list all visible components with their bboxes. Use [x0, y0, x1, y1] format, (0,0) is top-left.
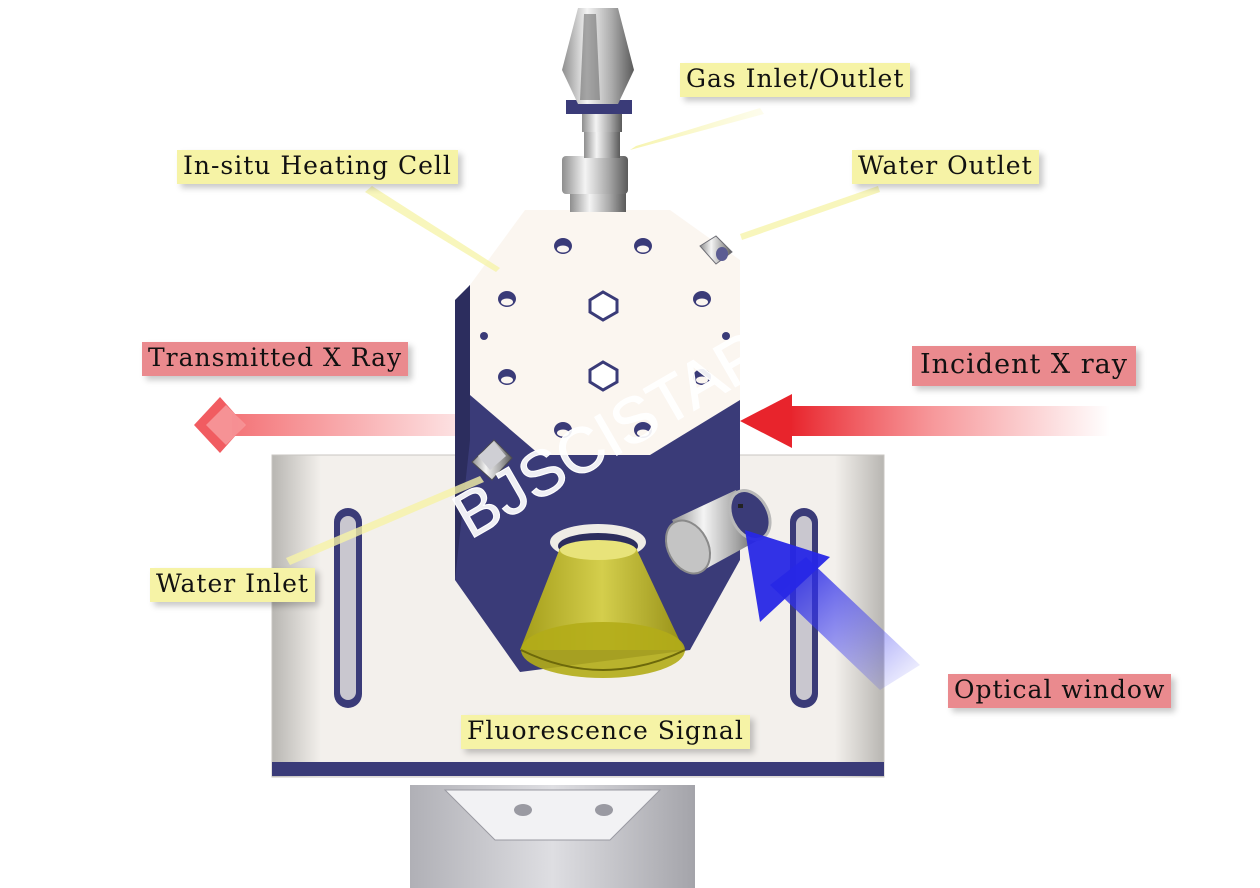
base-plate: [271, 454, 885, 778]
incident-xray-label: Incident X ray: [912, 346, 1136, 386]
leader-lines: [286, 108, 880, 565]
transmitted-xray-arrow: [194, 397, 460, 453]
gas-inlet-outlet-label: Gas Inlet/Outlet: [680, 63, 911, 97]
water-inlet-label: Water Inlet: [150, 568, 315, 602]
water-outlet-label: Water Outlet: [852, 150, 1039, 184]
fluorescence-signal-label: Fluorescence Signal: [461, 715, 750, 749]
water-outlet-fitting: [699, 235, 733, 265]
optical-window-port: [664, 489, 772, 575]
optical-window-arrow: [745, 530, 920, 690]
optical-window-label: Optical window: [948, 674, 1172, 708]
fluorescence-cone: [520, 540, 686, 678]
water-inlet-fitting: [471, 439, 513, 481]
transmitted-xray-label: Transmitted X Ray: [142, 342, 409, 376]
heating-cell-body: [455, 210, 740, 672]
gas-fitting: [562, 8, 634, 212]
heating-cell-label: In-situ Heating Cell: [177, 150, 458, 184]
incident-xray-arrow: [740, 394, 1110, 448]
support-stand: [410, 785, 695, 888]
